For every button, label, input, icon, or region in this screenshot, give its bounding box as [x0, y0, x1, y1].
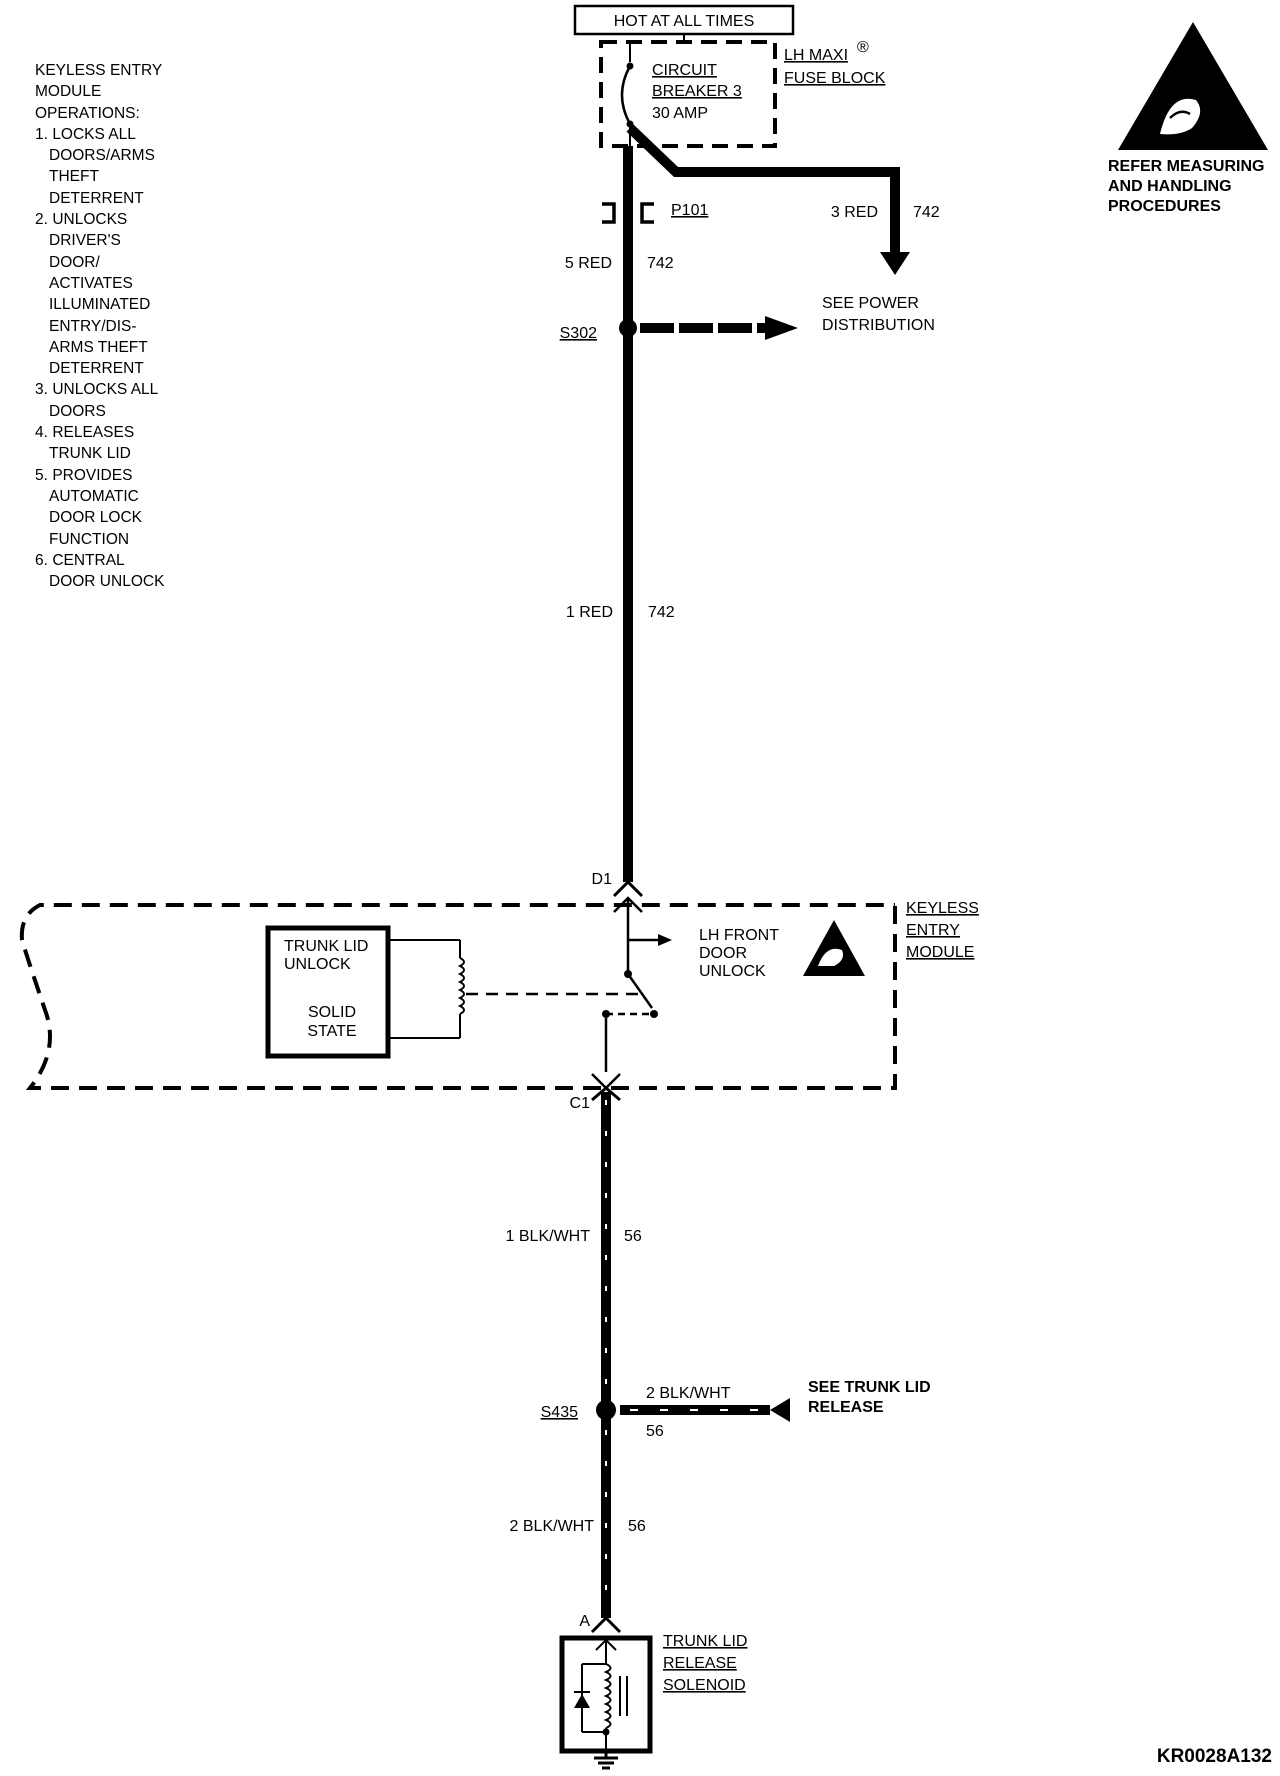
pin-c1-symbol — [591, 1086, 621, 1102]
pin-d1-label: D1 — [592, 871, 613, 888]
keyless-module-outline — [19, 903, 897, 1090]
operation-item-line: ARMS THEFT — [49, 338, 148, 356]
operation-item-line: DOOR/ — [49, 253, 100, 271]
esd-note-line-2: AND HANDLING — [1108, 178, 1232, 195]
solid-state-relay-box — [265, 925, 391, 1059]
breaker-label-1: CIRCUIT — [652, 62, 717, 79]
operation-item: 3. UNLOCKS ALL — [35, 381, 159, 399]
output-label-3: UNLOCK — [699, 963, 766, 980]
relay-label-2: UNLOCK — [284, 956, 351, 973]
relay-label-4: STATE — [307, 1023, 356, 1040]
branch-wire-circuit: 742 — [913, 204, 940, 221]
pin-a-label: A — [579, 1613, 590, 1630]
blk2-wire-color: 2 BLK/WHT — [510, 1518, 595, 1535]
operation-item-line: TRUNK LID — [49, 445, 131, 463]
solenoid-coil-symbol — [574, 1638, 628, 1752]
output-label-2: DOOR — [699, 945, 747, 962]
esd-warning-icon — [803, 920, 865, 976]
fuse-block-outline — [599, 40, 777, 148]
operation-item-line: ILLUMINATED — [49, 296, 151, 314]
branch-wire-color: 3 RED — [831, 204, 878, 221]
operations-title-1: KEYLESS ENTRY — [35, 62, 163, 79]
esd-note: REFER MEASURING AND HANDLING PROCEDURES — [1108, 157, 1273, 217]
operations-title-2: MODULE — [35, 83, 102, 101]
fuse-block-name-2: FUSE BLOCK — [784, 70, 886, 87]
relay-label-1: TRUNK LID — [284, 938, 368, 955]
operation-item-line: ENTRY/DIS- — [49, 317, 137, 335]
main-wire-color: 1 RED — [566, 604, 613, 621]
branch-arrow — [880, 252, 910, 275]
blk1-wire-color: 1 BLK/WHT — [506, 1228, 591, 1245]
pin-d1-symbol — [612, 879, 644, 898]
breaker-rating: 30 AMP — [652, 105, 708, 122]
breaker-label-2: BREAKER 3 — [652, 83, 742, 100]
registered-mark: ® — [857, 39, 869, 56]
pin-a-symbol — [590, 1615, 622, 1634]
s302-label: S302 — [560, 325, 597, 342]
operation-item: 6. CENTRAL — [35, 551, 125, 569]
operation-item-line: DOOR UNLOCK — [49, 573, 165, 591]
fuse-block-name-1: LH MAXI — [784, 47, 848, 64]
blk2-wire-circuit: 56 — [628, 1518, 646, 1535]
ground-icon — [594, 1751, 618, 1770]
operations-title-3: OPERATIONS: — [35, 104, 140, 122]
solenoid-label-2: RELEASE — [663, 1655, 737, 1672]
s435-arrow — [770, 1398, 790, 1422]
relay-coil-symbol — [388, 939, 465, 1039]
solenoid-label-3: SOLENOID — [663, 1677, 746, 1694]
module-name-2: ENTRY — [906, 922, 960, 939]
esd-large-icon — [1118, 22, 1268, 150]
p101-wire-circuit: 742 — [647, 255, 674, 272]
operation-item-line: DOORS/ARMS — [49, 147, 155, 165]
operation-item-line: DOOR LOCK — [49, 509, 143, 527]
trunk-release-ref-2: RELEASE — [808, 1399, 884, 1416]
operation-item-line: FUNCTION — [49, 530, 130, 548]
blk1-wire-circuit: 56 — [624, 1228, 642, 1245]
s435-branch-circuit: 56 — [646, 1423, 664, 1440]
operation-item: 4. RELEASES — [35, 424, 135, 442]
reference-code: KR0028A132 — [1156, 1746, 1272, 1767]
hot-label: HOT AT ALL TIMES — [614, 13, 755, 30]
s302-arrow — [765, 316, 798, 340]
branch-red-wire — [626, 124, 900, 255]
power-dist-2: DISTRIBUTION — [822, 317, 935, 334]
main-wire-circuit: 742 — [648, 604, 675, 621]
esd-note-line-1: REFER MEASURING — [1108, 158, 1265, 175]
operation-item-line: DOORS — [49, 402, 106, 420]
operations-list: KEYLESS ENTRY MODULE OPERATIONS: 1. LOCK… — [35, 60, 164, 592]
operation-item: 1. LOCKS ALL — [35, 125, 136, 143]
pin-c1-label: C1 — [570, 1095, 591, 1112]
p101-label: P101 — [671, 202, 708, 219]
s302-splice — [619, 319, 637, 337]
output-label-1: LH FRONT — [699, 927, 779, 944]
module-name-3: MODULE — [906, 944, 974, 961]
operation-item: 5. PROVIDES — [35, 466, 133, 484]
p101-wire-color: 5 RED — [565, 255, 612, 272]
solenoid-label-1: TRUNK LID — [663, 1633, 747, 1650]
operation-item-line: ACTIVATES — [49, 274, 133, 292]
trunk-release-ref-1: SEE TRUNK LID — [808, 1379, 931, 1396]
esd-note-line-3: PROCEDURES — [1108, 198, 1221, 215]
operation-item-line: DETERRENT — [49, 360, 144, 378]
s435-branch-color: 2 BLK/WHT — [646, 1385, 731, 1402]
module-internal-wiring — [466, 896, 672, 1090]
relay-label-3: SOLID — [308, 1004, 356, 1021]
operation-item-line: DETERRENT — [49, 189, 144, 207]
circuit-breaker-symbol — [620, 42, 634, 146]
power-dist-1: SEE POWER — [822, 295, 919, 312]
p101-connector — [602, 202, 654, 224]
s435-label: S435 — [541, 1404, 578, 1421]
operation-item-line: AUTOMATIC — [49, 487, 139, 505]
operation-item-line: DRIVER'S — [49, 232, 121, 250]
operation-item-line: THEFT — [49, 168, 99, 186]
operation-item: 2. UNLOCKS — [35, 211, 128, 229]
module-name-1: KEYLESS — [906, 900, 979, 917]
